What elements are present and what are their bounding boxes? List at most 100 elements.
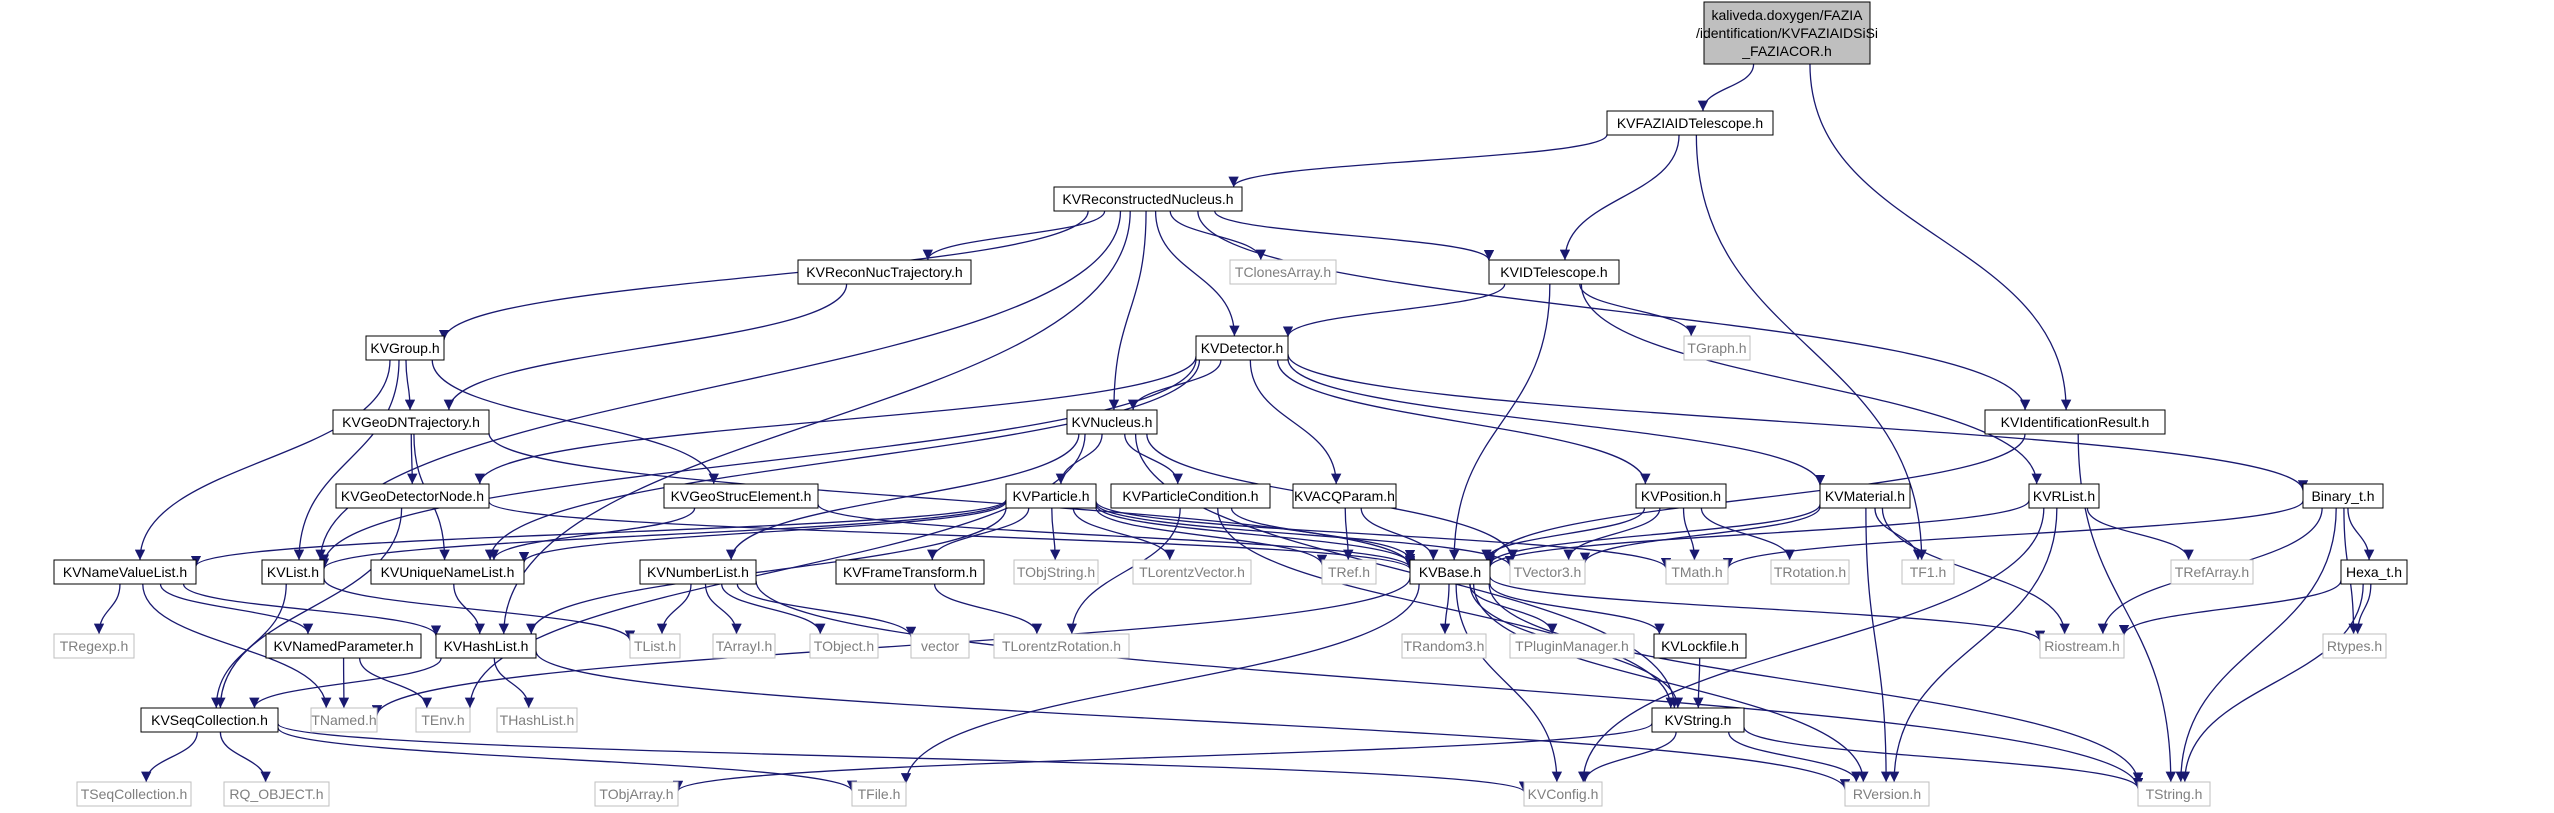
node-box: [1292, 483, 1397, 509]
node-kv-geo-detector-node[interactable]: KVGeoDetectorNode.h: [335, 483, 490, 509]
node-kv-particle-condition[interactable]: KVParticleCondition.h: [1110, 483, 1271, 509]
edge-kv-material-to-r-version: [1865, 507, 1892, 783]
node-kv-geo-struc-element[interactable]: KVGeoStrucElement.h: [663, 483, 819, 509]
node-label: RQ_OBJECT.h: [229, 786, 323, 802]
edge-kv-number-list-to-vector: [736, 583, 917, 638]
node-kv-particle[interactable]: KVParticle.h: [1005, 483, 1097, 509]
node-kv-name-value-list[interactable]: KVNameValueList.h: [53, 559, 197, 585]
node-box: [496, 707, 578, 733]
node-label: KVMaterial.h: [1825, 488, 1905, 504]
node-t-lorentz-vector: TLorentzVector.h: [1132, 559, 1252, 585]
node-kv-frame-transform[interactable]: KVFrameTransform.h: [835, 559, 985, 585]
node-box: [1651, 707, 1745, 733]
node-kv-material[interactable]: KVMaterial.h: [1819, 483, 1911, 509]
edge-kv-detector-to-kv-geo-detector-node: [474, 356, 1197, 485]
edge-kv-base-to-t-file: [900, 583, 1420, 784]
root-header-node[interactable]: kaliveda.doxygen/FAZIA/identification/KV…: [1696, 1, 1878, 65]
node-label: KVACQParam.h: [1294, 488, 1395, 504]
node-t-file: TFile.h: [851, 781, 907, 807]
node-label: KVIDTelescope.h: [1500, 264, 1607, 280]
node-kv-nucleus[interactable]: KVNucleus.h: [1066, 409, 1158, 435]
node-label: KVGeoDetectorNode.h: [341, 488, 484, 504]
node-kv-named-parameter[interactable]: KVNamedParameter.h: [265, 633, 422, 659]
edge-kv-position-to-t-math: [1682, 507, 1700, 561]
node-rtypes: Rtypes.h: [2322, 633, 2387, 659]
node-kv-string[interactable]: KVString.h: [1651, 707, 1745, 733]
node-kv-unique-name-list[interactable]: KVUniqueNameList.h: [370, 559, 525, 585]
edge-kvr-list-to-kv-base: [1484, 500, 2030, 568]
edge-kv-name-value-list-to-kv-hash-list: [182, 583, 442, 636]
node-box: [140, 707, 279, 733]
node-label: TNamed.h: [311, 712, 376, 728]
node-box: [2028, 483, 2100, 509]
node-label: TObjArray.h: [599, 786, 673, 802]
node-box: [993, 633, 1130, 659]
node-kv-number-list[interactable]: KVNumberList.h: [639, 559, 757, 585]
node-kv-group[interactable]: KVGroup.h: [365, 335, 445, 361]
edge-kv-base-to-riostream: [1489, 576, 2046, 642]
node-kv-position[interactable]: KVPosition.h: [1635, 483, 1727, 509]
edge-kv-geo-detector-node-to-kv-seq-collection: [215, 507, 403, 709]
node-label: KVGroup.h: [370, 340, 439, 356]
node-box: [332, 409, 490, 435]
edge-kv-geo-detector-node-to-kv-base: [488, 501, 1415, 570]
edge-kv-list-to-t-list: [323, 578, 636, 642]
node-label: TRandom3.h: [1404, 638, 1485, 654]
node-kvfaziaid-telescope[interactable]: KVFAZIAIDTelescope.h: [1606, 110, 1774, 136]
edge-kv-detector-to-kv-position: [1276, 359, 1651, 485]
edge-kv-seq-collection-to-kv-config: [277, 723, 1529, 793]
node-kv-detector[interactable]: KVDetector.h: [1195, 335, 1289, 361]
edge-kv-base-to-t-string: [1488, 583, 2144, 783]
node-label: Rtypes.h: [2327, 638, 2382, 654]
node-kvacq-param[interactable]: KVACQParam.h: [1292, 483, 1397, 509]
edge-kv-particle-to-kv-base: [1095, 504, 1416, 565]
node-box: [1606, 110, 1774, 136]
edge-hexa-t-to-t-string: [2179, 583, 2364, 783]
node-t-array-i: TArrayI.h: [712, 633, 776, 659]
edge-kv-particle-to-t-obj-string: [1050, 507, 1061, 561]
node-box: [365, 335, 445, 361]
node-label: KVDetector.h: [1201, 340, 1284, 356]
edge-kvr-list-to-t-ref-array: [2086, 507, 2194, 561]
node-kv-seq-collection[interactable]: KVSeqCollection.h: [140, 707, 279, 733]
node-box: [1703, 1, 1871, 65]
node-kv-hash-list[interactable]: KVHashList.h: [435, 633, 537, 659]
node-kvid-telescope[interactable]: KVIDTelescope.h: [1488, 259, 1620, 285]
node-hexa-t[interactable]: Hexa_t.h: [2340, 559, 2408, 585]
edge-hexa-t-to-riostream: [2118, 580, 2342, 636]
node-label: KVString.h: [1665, 712, 1732, 728]
node-kv-identification-result[interactable]: KVIdentificationResult.h: [1984, 409, 2166, 435]
header-nodes: kaliveda.doxygen/FAZIA/identification/KV…: [53, 1, 2408, 807]
node-box: [1509, 633, 1635, 659]
node-kv-lockfile[interactable]: KVLockfile.h: [1653, 633, 1747, 659]
edge-kv-name-value-list-to-t-regexp: [93, 583, 121, 635]
node-kv-base[interactable]: KVBase.h: [1409, 559, 1491, 585]
node-binary-t[interactable]: Binary_t.h: [2302, 483, 2384, 509]
node-box: [639, 559, 757, 585]
node-kv-geo-dn-trajectory[interactable]: KVGeoDNTrajectory.h: [332, 409, 490, 435]
edge-kv-reconstructed-nucleus-to-kv-recon-nuc-trajectory: [922, 210, 1106, 261]
node-label: kaliveda.doxygen/FAZIA: [1712, 7, 1864, 23]
edge-kv-identification-result-to-kv-base: [1484, 433, 2026, 563]
node-box: [335, 483, 490, 509]
edge-kv-particle-condition-to-t-lorentz-rotation: [1066, 507, 1181, 635]
edge-kv-detector-to-kv-unique-name-list: [484, 359, 1201, 561]
edge-kvfaziaid-telescope-to-tf1: [1695, 134, 1927, 561]
node-label: Binary_t.h: [2311, 488, 2374, 504]
node-t-ref: TRef.h: [1321, 559, 1377, 585]
edge-kv-number-list-to-t-string: [755, 580, 2144, 789]
edge-kv-seq-collection-to-rq-object: [219, 731, 271, 783]
node-label: TEnv.h: [421, 712, 464, 728]
node-label: KVNucleus.h: [1072, 414, 1153, 430]
node-box: [1005, 483, 1097, 509]
node-kv-list[interactable]: KVList.h: [261, 559, 325, 585]
node-kvr-list[interactable]: KVRList.h: [2028, 483, 2100, 509]
node-label: KVReconNucTrajectory.h: [806, 264, 962, 280]
node-label: KVGeoDNTrajectory.h: [342, 414, 480, 430]
node-kv-recon-nuc-trajectory[interactable]: KVReconNucTrajectory.h: [797, 259, 972, 285]
edge-kvid-telescope-to-kv-base: [1448, 283, 1551, 561]
node-label: /identification/KVFAZIAIDSiSi: [1696, 25, 1878, 41]
node-label: KVLockfile.h: [1661, 638, 1739, 654]
node-kv-reconstructed-nucleus[interactable]: KVReconstructedNucleus.h: [1053, 186, 1243, 212]
node-label: KVHashList.h: [444, 638, 529, 654]
